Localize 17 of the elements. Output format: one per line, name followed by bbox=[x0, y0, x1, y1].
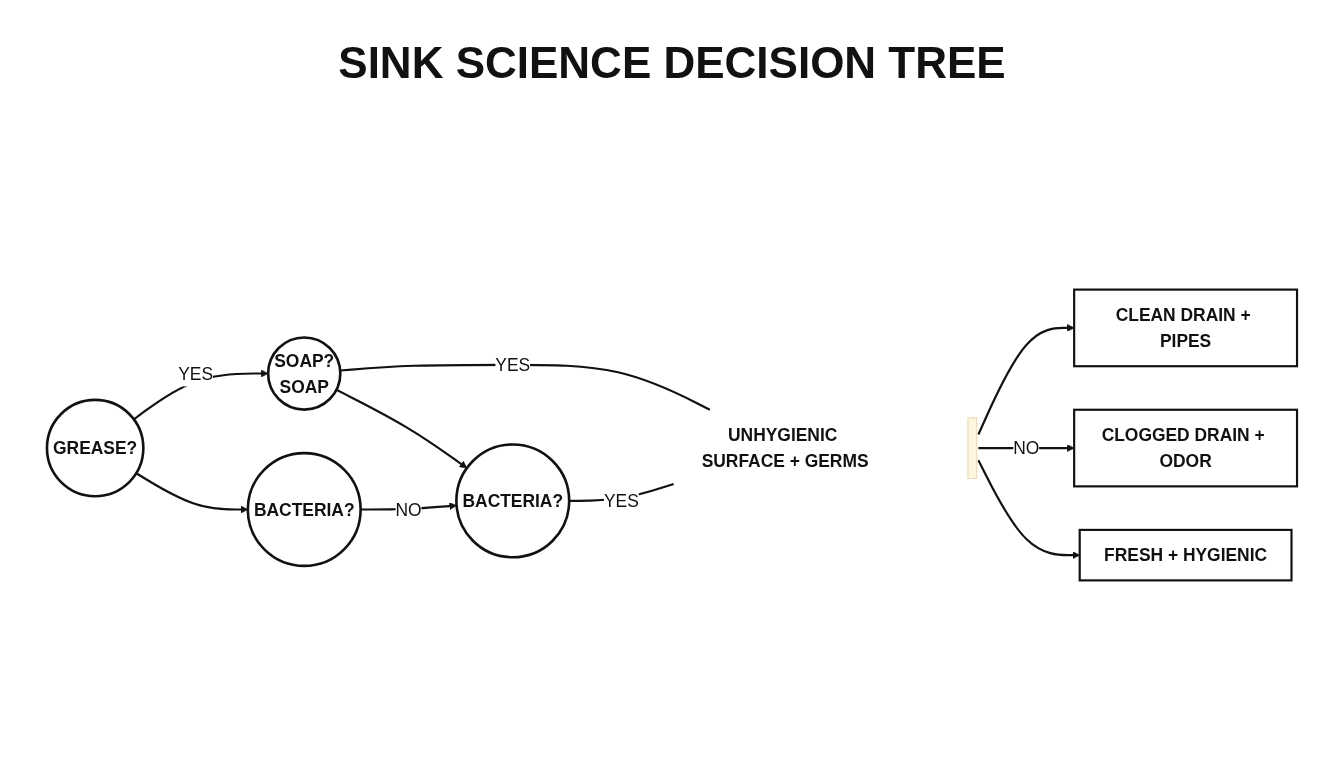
connector bbox=[340, 363, 711, 411]
node-box: CLOGGED DRAIN + ODOR bbox=[1073, 408, 1299, 488]
node-circle: BACTERIA? bbox=[246, 451, 362, 568]
node-circle: SOAP? SOAP bbox=[266, 336, 342, 411]
node-box: CLEAN DRAIN + PIPES bbox=[1073, 288, 1299, 368]
edge-label: YES bbox=[495, 355, 531, 375]
edge-label: NO bbox=[1013, 438, 1040, 458]
arrow bbox=[335, 388, 468, 469]
arrow bbox=[977, 324, 1075, 435]
node-text: UNHYGIENIC SURFACE + GERMS bbox=[701, 425, 869, 471]
node-circle: GREASE? bbox=[45, 398, 145, 498]
diagram-title: SINK SCIENCE DECISION TREE bbox=[337, 38, 1007, 88]
edge-label: YES bbox=[604, 491, 639, 511]
edge-label: YES bbox=[178, 363, 214, 384]
edge-label: NO bbox=[395, 499, 422, 520]
node-circle: BACTERIA? bbox=[455, 443, 571, 559]
node-box: FRESH + HYGIENIC bbox=[1078, 528, 1293, 582]
